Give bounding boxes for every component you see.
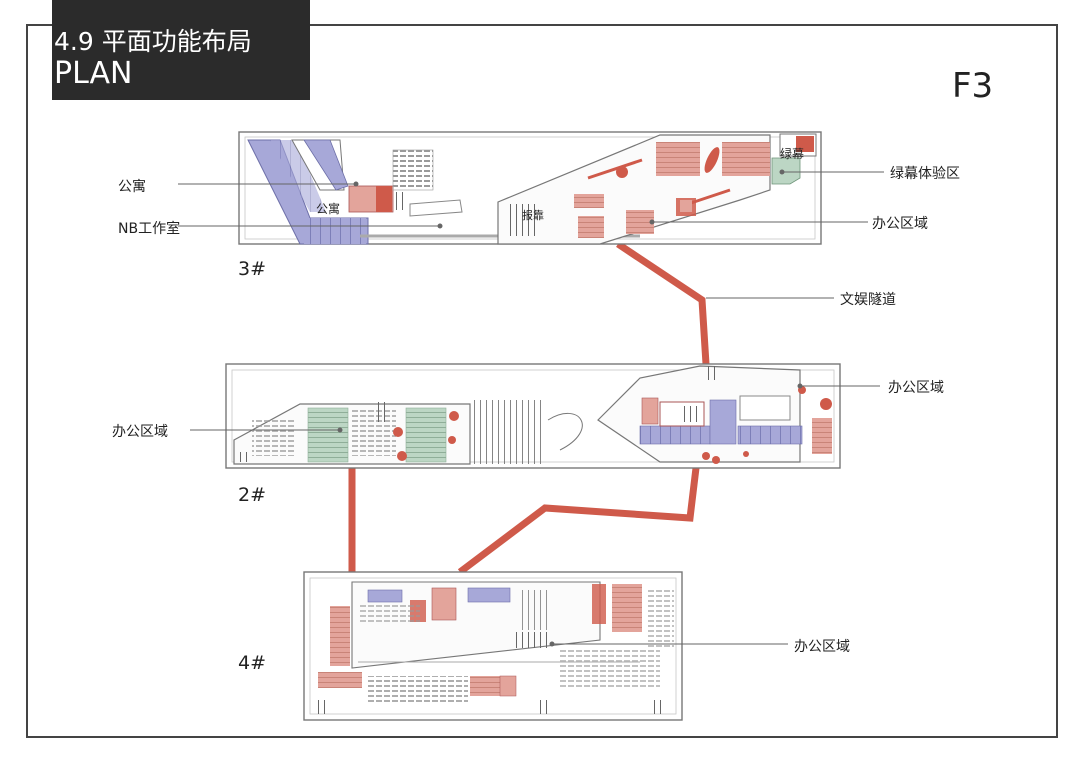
green-screen-inner-label: 绿幕 (780, 146, 804, 161)
callout-apartment: 公寓 (118, 179, 146, 195)
building-2-label: 2# (238, 484, 267, 506)
building-2-plan (225, 363, 841, 469)
building-4-plan (303, 571, 683, 721)
callout-office-3: 办公区域 (872, 216, 928, 232)
building-4-label: 4# (238, 652, 267, 674)
title-box: 4.9 平面功能布局 PLAN (52, 0, 310, 100)
link-2-to-4-right (457, 467, 700, 575)
building-3-plan (238, 131, 822, 245)
callout-tunnel: 文娱隧道 (840, 292, 896, 308)
callout-nb-studio: NB工作室 (118, 221, 181, 237)
page-frame (26, 24, 1058, 738)
callout-office-2-right: 办公区域 (888, 380, 944, 396)
tunnel-3-to-2 (616, 241, 710, 365)
stair-inner-label: 报靠 (522, 208, 544, 222)
callout-leaders (178, 169, 884, 647)
green-screen-room (771, 157, 801, 185)
apartment-inner-label: 公寓 (316, 201, 340, 216)
callout-green-screen: 绿幕体验区 (890, 166, 960, 182)
section-title: 4.9 平面功能布局 (54, 27, 252, 56)
plan-title: PLAN (54, 56, 133, 91)
callout-office-2-left: 办公区域 (112, 424, 168, 440)
office-wedge-3 (497, 134, 771, 245)
building-3-label: 3# (238, 258, 267, 280)
connector-tunnel (348, 241, 710, 575)
floor-label: F3 (952, 66, 994, 106)
callout-office-4: 办公区域 (794, 639, 850, 655)
